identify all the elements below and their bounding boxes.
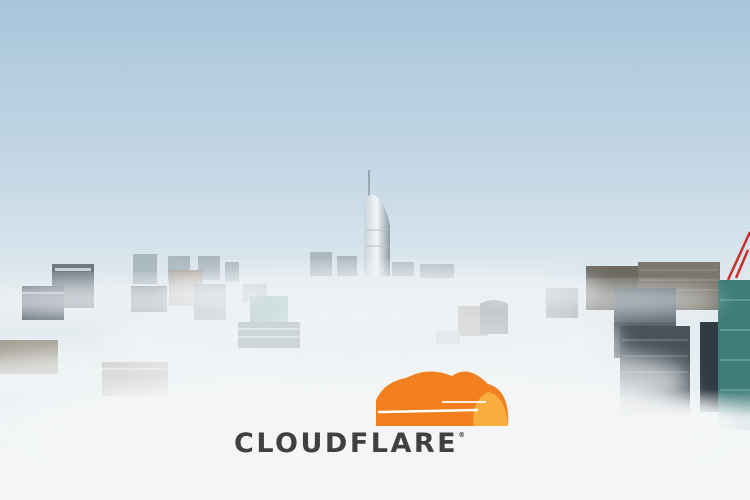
- cloudflare-logo: CLOUDFLARE®: [234, 362, 518, 462]
- registered-mark: ®: [458, 431, 466, 439]
- central-tower: [364, 170, 390, 276]
- brand-wordmark: CLOUDFLARE®: [234, 428, 518, 459]
- fog-layers: [0, 268, 750, 500]
- cloudflare-cloud-icon: [376, 371, 509, 426]
- wordmark-text: CLOUDFLARE: [234, 428, 459, 459]
- crane: [726, 231, 750, 281]
